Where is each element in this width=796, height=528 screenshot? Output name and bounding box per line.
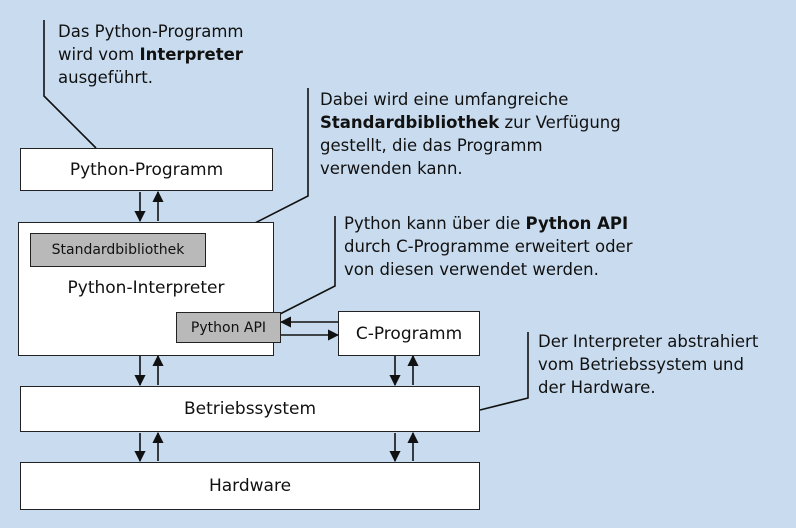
hardware-label: Hardware <box>208 476 292 496</box>
python-program-box: Python-Programm <box>20 148 273 191</box>
c-program-box: C-Programm <box>338 311 480 356</box>
note2-line2-text: zur Verfügung <box>499 113 621 132</box>
callout-line-note4 <box>479 332 529 411</box>
note3-line1-bold: Python API <box>525 214 629 233</box>
note1-line3: ausgeführt. <box>58 68 154 87</box>
note2-line1: Dabei wird eine umfangreiche <box>320 90 569 109</box>
note2-line2-bold: Standardbibliothek <box>320 113 500 132</box>
note-interpreter-executes: Das Python-Programm wird vom Interpreter… <box>58 20 244 89</box>
c-program-label: C-Programm <box>355 323 463 344</box>
note3-line2: durch C-Programme erweitert oder <box>344 237 633 256</box>
callout-line-note1 <box>43 20 97 149</box>
note-standard-library: Dabei wird eine umfangreiche Standardbib… <box>320 88 621 180</box>
note1-line1: Das Python-Programm <box>58 22 244 41</box>
callout-line-note3 <box>279 216 336 315</box>
hardware-box: Hardware <box>20 462 480 510</box>
note3-line1-text: Python kann über die <box>344 214 526 233</box>
note-abstraction: Der Interpreter abstrahiert vom Betriebs… <box>538 330 758 399</box>
note2-line2: Standardbibliothek zur Verfügung <box>320 111 621 134</box>
python-program-label: Python-Programm <box>69 159 224 180</box>
note2-line4: verwenden kann. <box>320 159 463 178</box>
note4-line2: vom Betriebssystem und <box>538 355 744 374</box>
note1-line2-text: wird vom <box>58 45 140 64</box>
operating-system-label: Betriebssystem <box>183 399 317 419</box>
note1-line2-bold: Interpreter <box>139 45 243 64</box>
note4-line3: der Hardware. <box>538 378 656 397</box>
note4-line1: Der Interpreter abstrahiert <box>538 332 759 351</box>
note3-line3: von diesen verwendet werden. <box>344 260 599 279</box>
python-api-box: Python API <box>176 312 281 343</box>
standard-library-label: Standardbibliothek <box>51 242 185 258</box>
python-interpreter-label: Python-Interpreter <box>67 278 225 298</box>
python-api-label: Python API <box>190 319 267 336</box>
operating-system-box: Betriebssystem <box>20 386 480 432</box>
note1-line2: wird vom Interpreter <box>58 43 244 66</box>
note2-line3: gestellt, die das Programm <box>320 136 543 155</box>
standard-library-box: Standardbibliothek <box>30 233 206 267</box>
note-python-api: Python kann über die Python API durch C-… <box>344 212 632 281</box>
note3-line1: Python kann über die Python API <box>344 212 632 235</box>
